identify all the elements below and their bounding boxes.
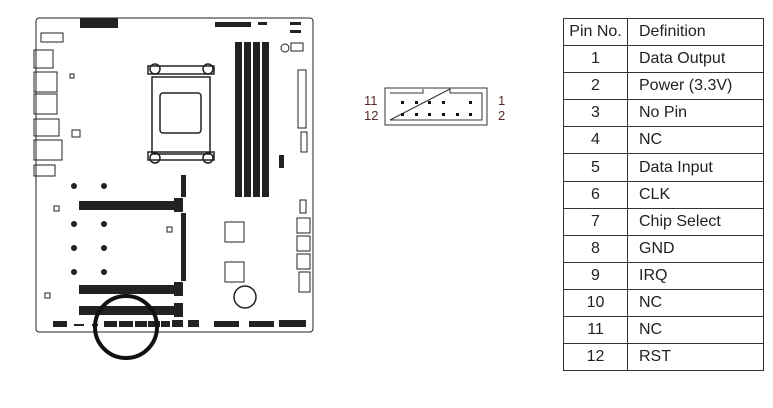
pin-definition: Data Input [627, 153, 764, 182]
pin-definition: Chip Select [627, 207, 764, 236]
pcie-slot [79, 201, 179, 210]
dimm-slot [244, 42, 251, 197]
chipset [224, 261, 245, 283]
pin-definition: Power (3.3V) [627, 72, 764, 101]
pin-number: 7 [563, 207, 628, 236]
pin-definition: NC [627, 316, 764, 345]
pin-definition: NC [627, 126, 764, 155]
pin-number: 6 [563, 180, 628, 209]
pin-definition: NC [627, 288, 764, 318]
tpm-header [104, 321, 117, 327]
pin-label-2: 2 [498, 108, 505, 123]
highlight-circle [93, 294, 159, 360]
motherboard-diagram [33, 17, 314, 360]
connector-diagram: 11 12 1 2 [364, 87, 505, 126]
dimm-slot [253, 42, 260, 197]
pin-number: 4 [563, 126, 628, 155]
dimm-slot [262, 42, 269, 197]
pin-label-1: 1 [498, 93, 505, 108]
pin-label-11: 11 [364, 93, 378, 108]
pin-number: 2 [563, 72, 628, 101]
pin-definition: CLK [627, 180, 764, 209]
pin-label-12: 12 [364, 108, 378, 123]
board-outline [35, 17, 314, 333]
column-header-definition: Definition [627, 17, 764, 47]
column-header-pin: Pin No. [563, 17, 628, 47]
cpu-socket [147, 63, 215, 164]
pin-definition: RST [627, 343, 764, 372]
table-header-row: Pin No. Definition [563, 17, 764, 47]
pin-number: 1 [563, 45, 628, 74]
battery [233, 285, 257, 309]
pin-number: 3 [563, 99, 628, 128]
pin-number: 11 [563, 316, 628, 345]
pin-number: 5 [563, 153, 628, 182]
pin-definition: IRQ [627, 261, 764, 290]
pin-number: 8 [563, 234, 628, 263]
pin-definition: No Pin [627, 99, 764, 128]
chipset [224, 221, 245, 243]
pcie-slot [79, 285, 179, 294]
pin-number: 12 [563, 343, 628, 372]
pin-definition: GND [627, 234, 764, 263]
pin-definition: Data Output [627, 45, 764, 74]
pin-grid [401, 101, 472, 116]
pin-number: 9 [563, 261, 628, 290]
pcie-slot [79, 306, 179, 315]
pin-number: 10 [563, 288, 628, 318]
dimm-slot [235, 42, 242, 197]
